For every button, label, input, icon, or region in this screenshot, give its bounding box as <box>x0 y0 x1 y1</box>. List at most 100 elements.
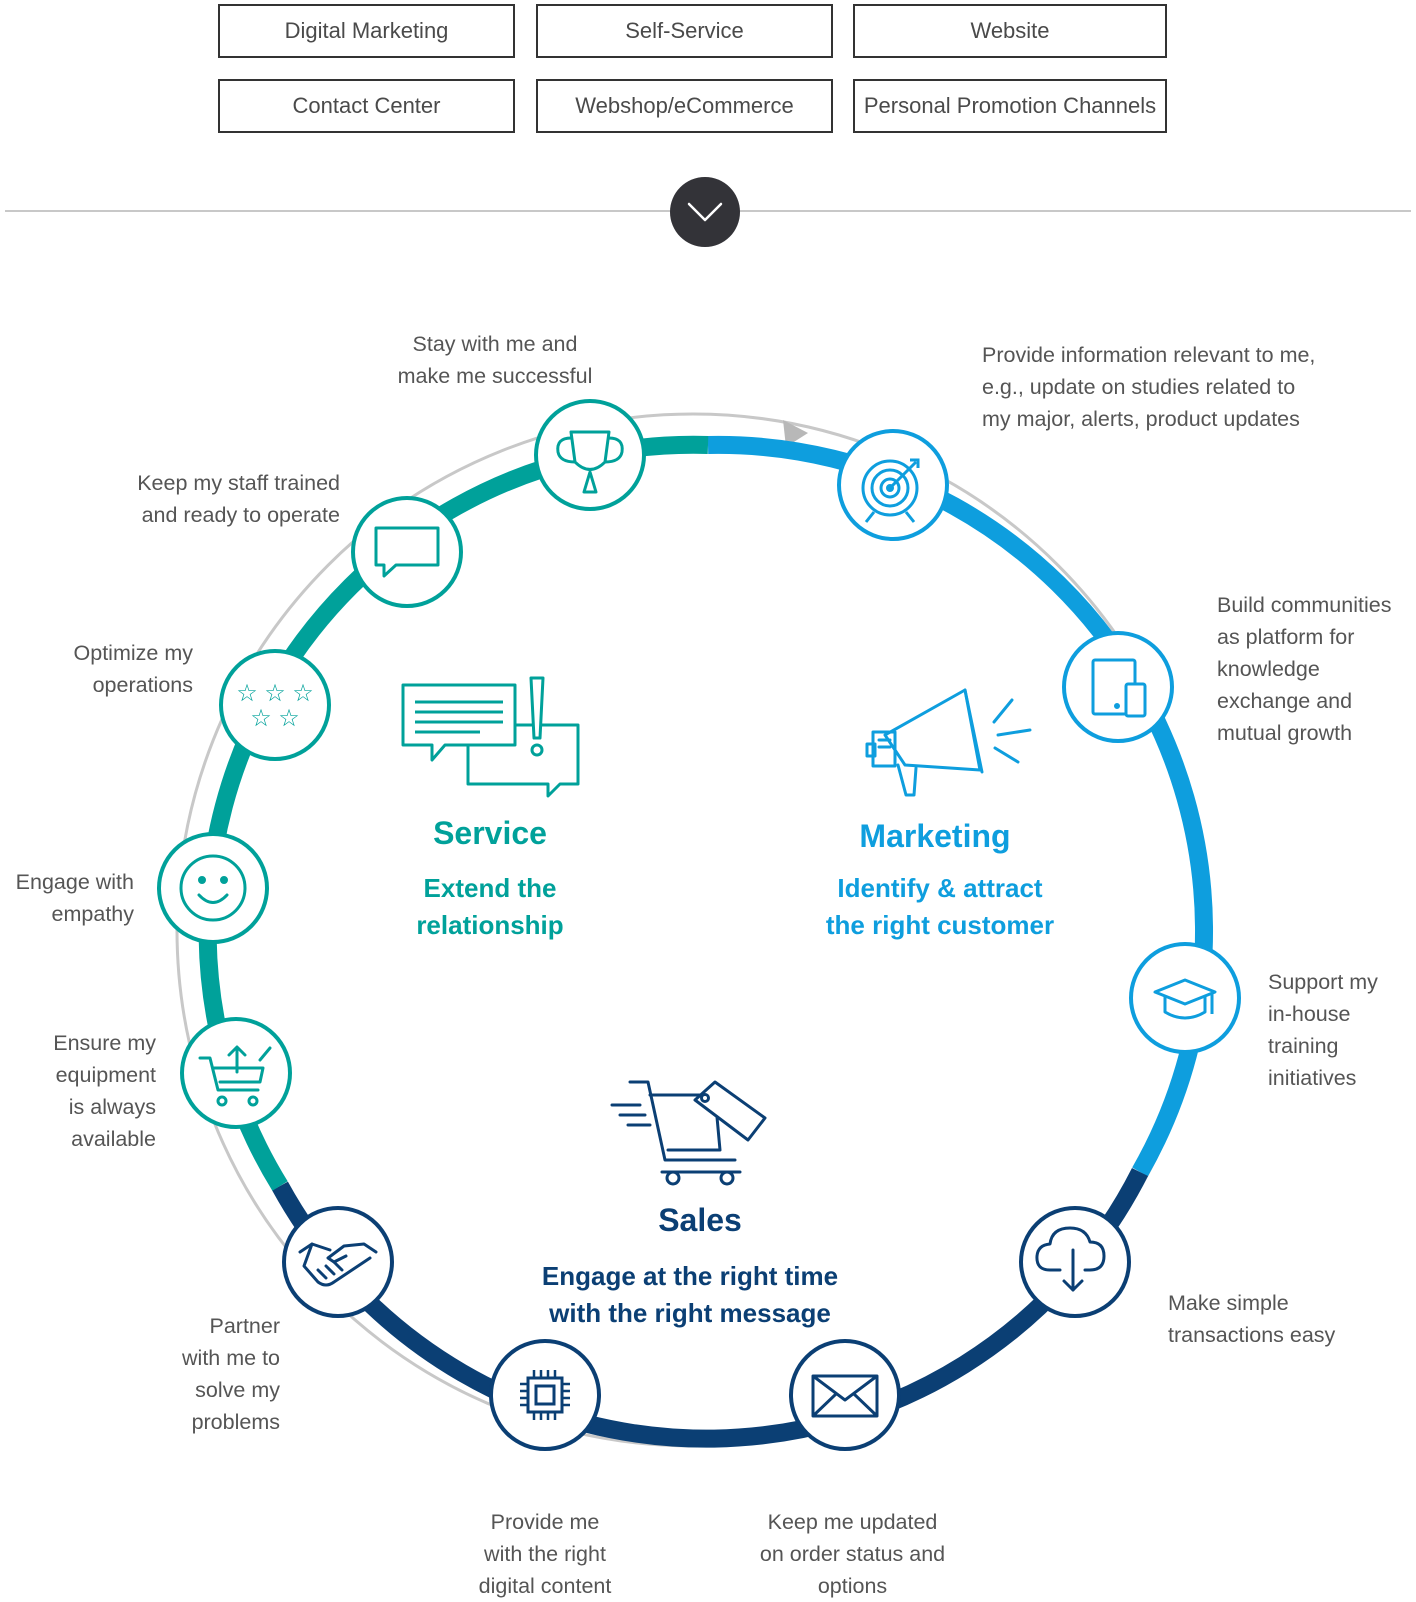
label-trophy: Stay with me and make me successful <box>360 328 630 392</box>
megaphone-icon <box>865 688 1032 797</box>
chip-icon <box>520 1370 570 1420</box>
label-chip: Provide me with the right digital conten… <box>455 1506 635 1602</box>
label-line: Stay with me and <box>412 332 578 356</box>
channel-label: Self-Service <box>625 18 744 43</box>
cloud-download-icon <box>1035 1226 1106 1292</box>
label-line: with the right <box>484 1542 606 1566</box>
cart-tag-icon <box>610 1080 767 1186</box>
chat-alert-icon <box>401 676 580 798</box>
channel-personal-promotion[interactable]: Personal Promotion Channels <box>853 79 1167 133</box>
label-line: Ensure my <box>53 1031 156 1055</box>
label-line: Support my <box>1268 970 1378 994</box>
svg-text:☆: ☆ <box>250 704 272 732</box>
devices-node[interactable] <box>1062 631 1174 743</box>
label-target: Provide information relevant to me, e.g.… <box>982 339 1315 435</box>
envelope-icon <box>811 1374 879 1418</box>
graduation-cap-icon <box>1153 978 1217 1020</box>
label-handshake: Partner with me to solve my problems <box>120 1310 280 1438</box>
label-cloud: Make simple transactions easy <box>1168 1287 1335 1351</box>
label-chat: Keep my staff trained and ready to opera… <box>90 467 340 531</box>
label-line: training <box>1268 1034 1339 1058</box>
devices-icon <box>1091 658 1147 718</box>
channel-self-service[interactable]: Self-Service <box>536 4 833 58</box>
label-line: Keep my staff trained <box>137 471 340 495</box>
smiley-icon <box>179 854 247 922</box>
sales-subtitle-line: Engage at the right time <box>541 1261 839 1291</box>
channel-website[interactable]: Website <box>853 4 1167 58</box>
label-line: operations <box>92 673 193 697</box>
label-line: is always <box>68 1095 156 1119</box>
label-line: Make simple <box>1168 1291 1289 1315</box>
sales-subtitle: Engage at the right time with the right … <box>510 1258 870 1332</box>
label-line: initiatives <box>1268 1066 1357 1090</box>
mail-node[interactable] <box>789 1339 901 1451</box>
service-subtitle-line: relationship <box>416 910 564 940</box>
label-line: and ready to operate <box>141 503 340 527</box>
chat-icon <box>374 526 440 578</box>
label-line: in-house <box>1268 1002 1351 1026</box>
label-smiley: Engage with empathy <box>4 866 134 930</box>
channel-label: Contact Center <box>292 93 441 118</box>
graduation-node[interactable] <box>1129 942 1241 1054</box>
label-line: Provide me <box>490 1510 600 1534</box>
sales-subtitle-line: with the right message <box>549 1298 831 1328</box>
label-line: knowledge <box>1217 657 1320 681</box>
label-line: options <box>817 1574 888 1598</box>
handshake-node[interactable] <box>282 1206 394 1318</box>
sales-title: Sales <box>658 1202 742 1238</box>
label-line: with me to <box>182 1346 280 1370</box>
trophy-node[interactable] <box>534 399 646 511</box>
label-line: as platform for <box>1217 625 1355 649</box>
label-stars: Optimize my operations <box>40 637 193 701</box>
label-line: my major, alerts, product updates <box>982 407 1300 431</box>
label-devices: Build communities as platform for knowle… <box>1217 589 1391 749</box>
label-line: digital content <box>478 1574 612 1598</box>
arrow-head <box>783 420 808 447</box>
target-icon <box>861 458 920 523</box>
chip-node[interactable] <box>489 1339 601 1451</box>
trophy-icon <box>556 430 624 494</box>
service-title: Service <box>433 815 547 851</box>
stars-node[interactable]: ☆☆☆ ☆☆ <box>219 649 331 761</box>
label-cart: Ensure my equipment is always available <box>20 1027 156 1155</box>
label-line: exchange and <box>1217 689 1353 713</box>
cart-node[interactable] <box>180 1017 292 1129</box>
svg-text:☆: ☆ <box>292 679 314 707</box>
service-subtitle: Extend the relationship <box>358 870 622 944</box>
marketing-subtitle: Identify & attract the right customer <box>775 870 1105 944</box>
label-line: Partner <box>209 1314 280 1338</box>
chevron-down-icon <box>687 202 723 222</box>
label-line: Optimize my <box>73 641 193 665</box>
marketing-title: Marketing <box>859 818 1011 854</box>
stars-icon: ☆☆☆ ☆☆ <box>236 679 314 732</box>
label-line: on order status and <box>759 1542 946 1566</box>
chat-node[interactable] <box>351 496 463 608</box>
label-graduation: Support my in-house training initiatives <box>1268 966 1378 1094</box>
label-line: e.g., update on studies related to <box>982 375 1296 399</box>
label-line: empathy <box>51 902 134 926</box>
channel-webshop-ecommerce[interactable]: Webshop/eCommerce <box>536 79 833 133</box>
expand-button[interactable] <box>670 177 740 247</box>
cloud-node[interactable] <box>1019 1206 1131 1318</box>
smiley-node[interactable] <box>157 832 269 944</box>
label-line: Keep me updated <box>767 1510 938 1534</box>
marketing-subtitle-line: Identify & attract <box>837 873 1043 903</box>
channel-label: Personal Promotion Channels <box>863 93 1157 118</box>
marketing-arc <box>707 435 1214 1177</box>
channel-label: Digital Marketing <box>284 18 449 43</box>
channel-digital-marketing[interactable]: Digital Marketing <box>218 4 515 58</box>
channel-label: Website <box>970 18 1050 43</box>
label-line: Build communities <box>1217 593 1392 617</box>
label-line: mutual growth <box>1217 721 1353 745</box>
label-line: problems <box>191 1410 280 1434</box>
channel-label: Webshop/eCommerce <box>575 93 794 118</box>
label-line: equipment <box>55 1063 156 1087</box>
target-node[interactable] <box>837 429 949 541</box>
svg-text:☆: ☆ <box>264 679 286 707</box>
channel-contact-center[interactable]: Contact Center <box>218 79 515 133</box>
svg-text:☆: ☆ <box>278 704 300 732</box>
label-line: make me successful <box>397 364 593 388</box>
label-line: available <box>71 1127 156 1151</box>
svg-text:☆: ☆ <box>236 679 258 707</box>
label-line: Provide information relevant to me, <box>982 343 1316 367</box>
